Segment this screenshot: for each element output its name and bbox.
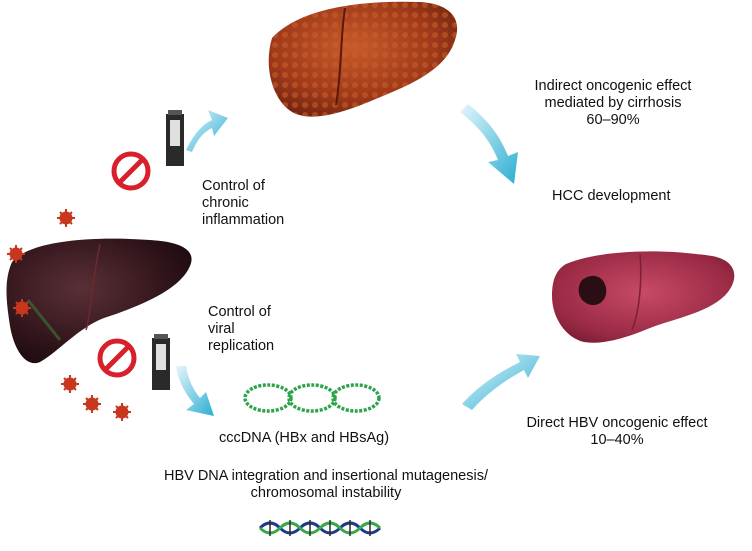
tumor-lesion [578,275,607,306]
indirect-pct: 60–90% [586,112,640,128]
hcc-liver-image [552,251,735,343]
dna-helix-icon [258,520,382,536]
curved-arrow-icon [462,354,540,410]
syringe-icon [152,334,170,390]
indirect-line2: mediated by cirrhosis [544,95,682,111]
cirrhotic-liver-image [268,1,458,117]
direct-effect-label: Direct HBV oncogenic effect 10–40% [514,415,720,449]
inflam-line3: inflammation [202,212,285,228]
integration-line1: HBV DNA integration and insertional muta… [163,468,488,484]
direct-pct: 10–40% [590,432,644,448]
hcc-development-label: HCC development [552,188,671,204]
curved-arrow-icon [176,366,214,416]
integration-label: HBV DNA integration and insertional muta… [120,468,532,502]
curved-arrow-icon [186,110,228,152]
infected-liver-image [6,238,192,364]
viral-replication-label: Control of viral replication [208,304,274,355]
viral-line1: Control of [208,304,271,320]
inflam-line1: Control of [202,178,265,194]
cccdna-label: cccDNA (HBx and HBsAg) [219,430,390,446]
curved-arrow-icon [460,104,518,184]
inflam-line2: chronic [202,195,249,211]
virus-particles [7,209,131,421]
viral-line3: replication [208,338,275,354]
viral-line2: viral [208,321,235,337]
integration-line2: chromosomal instability [250,485,402,501]
inflammation-label: Control of chronic inflammation [202,178,284,229]
prohibition-icon [97,338,137,378]
direct-line1: Direct HBV oncogenic effect [526,415,708,431]
syringe-icon [166,110,184,166]
indirect-line1: Indirect oncogenic effect [534,78,692,94]
cccdna-rings-icon [243,383,381,413]
indirect-effect-label: Indirect oncogenic effect mediated by ci… [510,78,716,129]
prohibition-icon [111,151,151,191]
